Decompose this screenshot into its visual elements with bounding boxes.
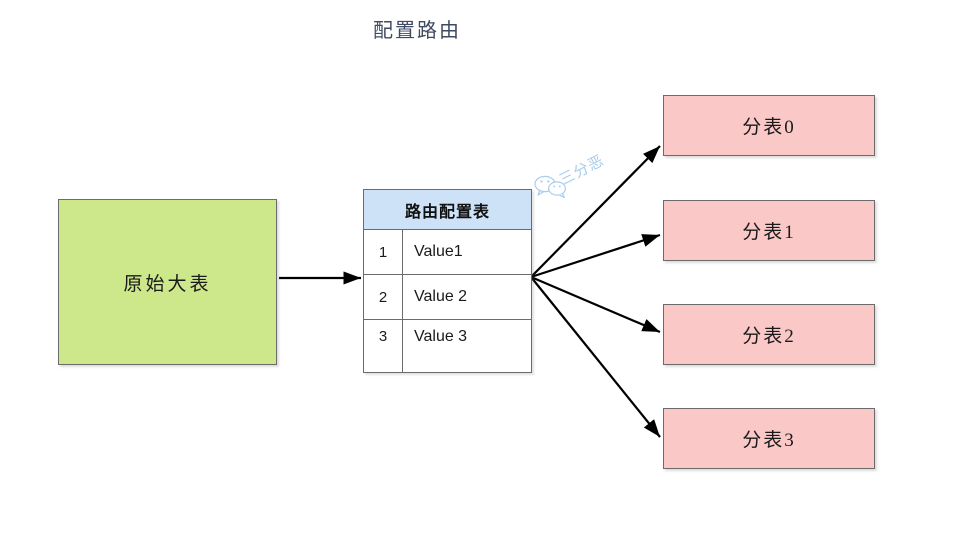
arrow-table-to-shard-1 — [530, 233, 661, 279]
row-value: Value 3 — [414, 328, 468, 345]
source-table-label: 原始大表 — [123, 273, 212, 295]
row-value: Value 2 — [414, 288, 468, 305]
shard-table-box-1[interactable]: 分表1 — [663, 200, 875, 261]
column-divider — [402, 230, 403, 372]
page-title: 配置路由 — [373, 20, 461, 42]
shard-table-label: 分表2 — [742, 326, 796, 347]
route-config-table-header: 路由配置表 — [364, 190, 531, 230]
table-row[interactable]: 3 Value 3 — [364, 320, 531, 372]
row-key: 1 — [378, 243, 388, 261]
row-key: 2 — [378, 288, 388, 306]
route-config-table[interactable]: 路由配置表 1 Value1 2 Value 2 3 Value 3 — [363, 189, 532, 373]
row-key: 3 — [378, 328, 388, 345]
route-config-table-body: 1 Value1 2 Value 2 3 Value 3 — [364, 230, 531, 372]
source-table-box[interactable]: 原始大表 — [58, 199, 277, 365]
table-row[interactable]: 2 Value 2 — [364, 275, 531, 320]
shard-table-label: 分表1 — [742, 222, 796, 243]
shard-table-box-2[interactable]: 分表2 — [663, 304, 875, 365]
shard-table-box-0[interactable]: 分表0 — [663, 95, 875, 156]
arrow-table-to-shard-2 — [530, 275, 661, 334]
shard-table-box-3[interactable]: 分表3 — [663, 408, 875, 469]
arrow-table-to-shard-3 — [530, 276, 661, 438]
shard-table-label: 分表0 — [742, 117, 796, 138]
row-value: Value1 — [414, 243, 463, 260]
table-row[interactable]: 1 Value1 — [364, 230, 531, 275]
arrow-table-to-shard-0 — [530, 145, 661, 278]
shard-table-label: 分表3 — [742, 430, 796, 451]
